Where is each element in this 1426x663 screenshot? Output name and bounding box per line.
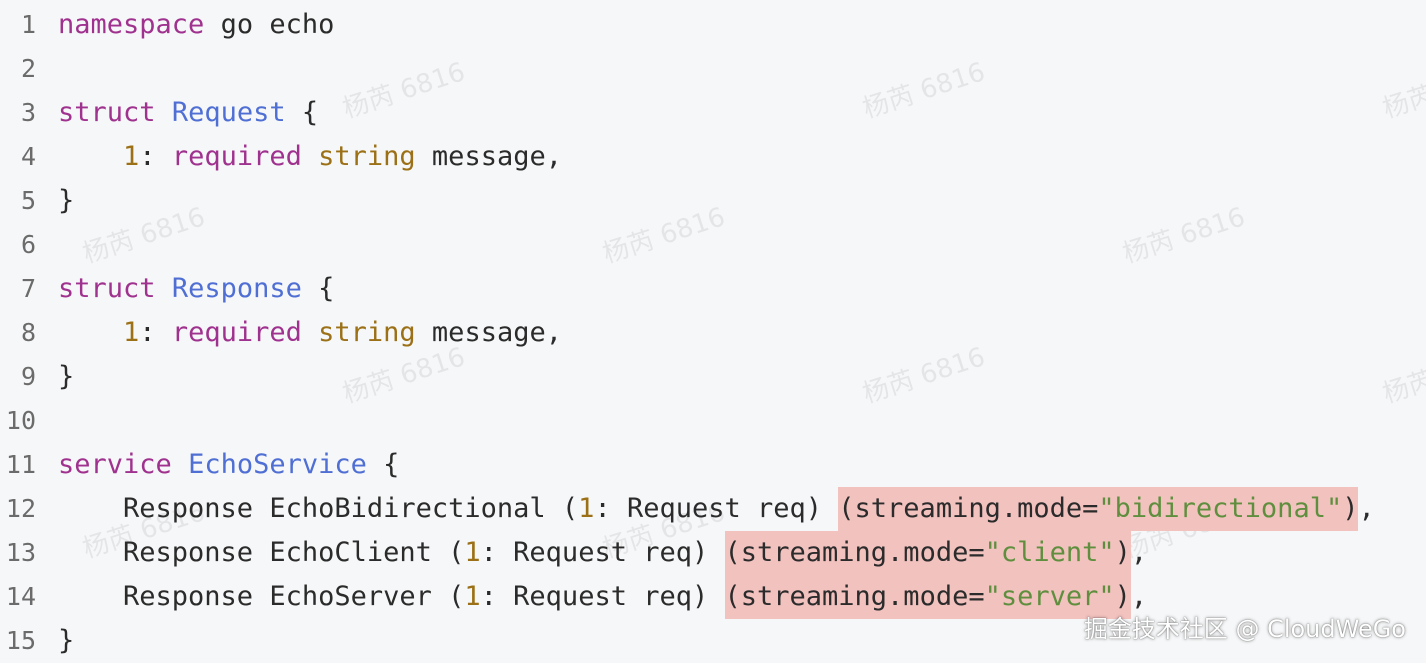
line-number: 14: [5, 582, 36, 611]
line-code: Response EchoBidirectional (1: Request r…: [58, 487, 1375, 531]
code-line: 1 namespace go echo: [0, 3, 1426, 47]
line-number: 11: [5, 450, 36, 479]
line-code: Response EchoServer (1: Request req) (st…: [58, 575, 1147, 619]
line-code: namespace go echo: [58, 3, 334, 47]
code-line: 6: [0, 223, 1426, 267]
line-code: }: [58, 619, 74, 663]
line-code: service EchoService {: [58, 443, 399, 487]
line-code: }: [58, 179, 74, 223]
code-token: Response EchoBidirectional (: [58, 493, 579, 524]
code-token: go echo: [204, 9, 335, 40]
code-token: required: [171, 141, 302, 172]
code-token: required: [171, 317, 302, 348]
code-token: 1: [123, 317, 140, 348]
code-line: 9}: [0, 355, 1426, 399]
code-token: : Request req): [480, 581, 725, 612]
code-token: Response EchoClient (: [58, 537, 465, 568]
code-token: ,: [1358, 493, 1375, 524]
line-number: 4: [20, 142, 36, 171]
line-code: }: [58, 355, 74, 399]
code-token: Request: [171, 97, 286, 128]
streaming-annotation-highlight: (streaming.mode="client"): [724, 531, 1131, 575]
code-token: (streaming.mode=: [838, 493, 1099, 524]
code-token: {: [366, 449, 400, 480]
code-token: Response: [171, 273, 302, 304]
code-line: 2: [0, 47, 1426, 91]
code-token: EchoService: [188, 449, 367, 480]
code-token: "client": [984, 537, 1115, 568]
code-token: [172, 449, 188, 480]
code-token: string: [318, 317, 416, 348]
line-number: 2: [20, 54, 36, 83]
code-line: 12 Response EchoBidirectional (1: Reques…: [0, 487, 1426, 531]
line-number: 7: [20, 274, 36, 303]
code-token: [58, 317, 123, 348]
code-line: 10: [0, 399, 1426, 443]
code-token: "server": [984, 581, 1115, 612]
line-code: 1: required string message,: [58, 135, 562, 179]
code-token: message,: [415, 141, 562, 172]
code-token: (streaming.mode=: [724, 537, 985, 568]
code-token: }: [58, 361, 75, 392]
code-token: 1: [464, 581, 481, 612]
code-line: 4 1: required string message,: [0, 135, 1426, 179]
line-number: 15: [5, 626, 36, 655]
code-token: [156, 97, 172, 128]
line-number: 12: [5, 494, 36, 523]
code-token: ): [1342, 493, 1359, 524]
line-number: 9: [20, 362, 36, 391]
code-token: Response EchoServer (: [58, 581, 465, 612]
footer-watermark: 掘金技术社区 @ CloudWeGo: [1083, 615, 1406, 643]
code-token: 1: [464, 537, 481, 568]
code-token: string: [318, 141, 416, 172]
code-token: }: [58, 185, 75, 216]
code-line: 8 1: required string message,: [0, 311, 1426, 355]
streaming-annotation-highlight: (streaming.mode="server"): [724, 575, 1131, 619]
line-number: 13: [5, 538, 36, 567]
code-line: 15}: [0, 619, 1426, 663]
code-token: [156, 273, 172, 304]
line-number: 5: [20, 186, 36, 215]
code-token: (streaming.mode=: [724, 581, 985, 612]
code-token: {: [285, 97, 319, 128]
code-token: [58, 141, 123, 172]
code-token: }: [58, 625, 75, 656]
code-token: : Request req): [480, 537, 725, 568]
line-code: struct Response {: [58, 267, 334, 311]
line-number: 10: [5, 406, 36, 435]
code-line: 3 struct Request {: [0, 91, 1426, 135]
code-line: 7 struct Response {: [0, 267, 1426, 311]
code-line: 11 service EchoService {: [0, 443, 1426, 487]
streaming-annotation-highlight: (streaming.mode="bidirectional"): [838, 487, 1359, 531]
code-token: message,: [415, 317, 562, 348]
line-number: 8: [20, 318, 36, 347]
code-token: struct: [58, 273, 156, 304]
code-token: [302, 141, 318, 172]
code-line: 13 Response EchoClient (1: Request req) …: [0, 531, 1426, 575]
line-code: Response EchoClient (1: Request req) (st…: [58, 531, 1147, 575]
line-number: 6: [20, 230, 36, 259]
code-token: "bidirectional": [1098, 493, 1343, 524]
code-token: ,: [1130, 581, 1148, 612]
code-token: : Request req): [594, 493, 839, 524]
line-number: 1: [20, 10, 36, 39]
code-token: 1: [123, 141, 140, 172]
code-token: ): [1114, 537, 1131, 568]
line-number: 3: [20, 98, 36, 127]
code-token: service: [58, 449, 172, 480]
code-token: namespace: [58, 9, 205, 40]
code-token: 1: [578, 493, 595, 524]
line-code: 1: required string message,: [58, 311, 562, 355]
code-token: {: [301, 273, 335, 304]
code-token: struct: [58, 97, 156, 128]
line-code: struct Request {: [58, 91, 318, 135]
code-token: :: [139, 141, 172, 172]
code-token: ): [1114, 581, 1131, 612]
code-line: 5}: [0, 179, 1426, 223]
code-line: 14 Response EchoServer (1: Request req) …: [0, 575, 1426, 619]
code-token: ,: [1130, 537, 1148, 568]
code-token: [302, 317, 318, 348]
code-token: :: [139, 317, 172, 348]
